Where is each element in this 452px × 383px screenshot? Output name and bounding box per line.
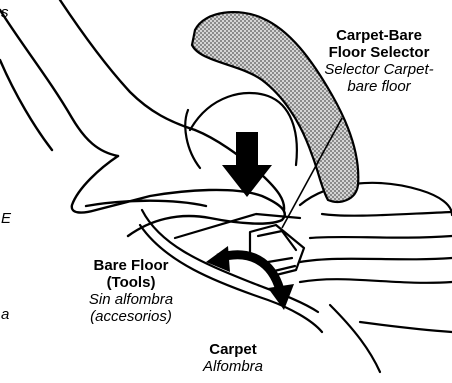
bare-floor-title-line1: Bare Floor	[70, 257, 192, 274]
carpet-label: Carpet Alfombra	[178, 341, 288, 375]
down-arrow-icon	[222, 132, 272, 197]
edge-fragment-middle: E	[1, 210, 11, 227]
selector-title-line2: Floor Selector	[306, 44, 452, 61]
bare-floor-subtitle-line1: Sin alfombra	[70, 291, 192, 308]
edge-fragment-bottom: a	[1, 306, 9, 323]
bare-floor-title-line2: (Tools)	[70, 274, 192, 291]
carpet-subtitle: Alfombra	[178, 358, 288, 375]
selector-title-line1: Carpet-Bare	[306, 27, 452, 44]
bare-floor-label: Bare Floor (Tools) Sin alfombra (accesor…	[70, 257, 192, 325]
selector-subtitle-line1: Selector Carpet-	[306, 61, 452, 78]
selector-label: Carpet-Bare Floor Selector Selector Carp…	[306, 27, 452, 95]
rotate-arrow-icon	[206, 246, 294, 310]
carpet-title: Carpet	[178, 341, 288, 358]
vacuum-body	[140, 93, 452, 372]
bare-floor-subtitle-line2: (accesorios)	[70, 308, 192, 325]
edge-fragment-top: s	[1, 4, 9, 21]
selector-subtitle-line2: bare floor	[306, 78, 452, 95]
